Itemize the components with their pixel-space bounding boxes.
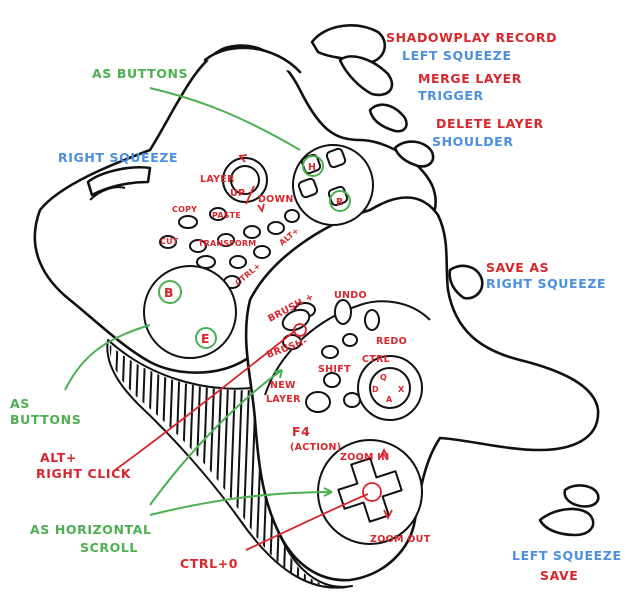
joystick-q-label: Q [380, 373, 387, 382]
label-buttons: BUTTONS [10, 412, 81, 427]
label-shoulder: SHOULDER [432, 134, 514, 149]
button-h-label: H [308, 162, 316, 173]
label-zoom-in: ZOOM IN [340, 452, 389, 463]
label-merge-layer: MERGE LAYER [418, 71, 522, 86]
label-right-squeeze-right: RIGHT SQUEEZE [486, 276, 606, 291]
label-scroll: SCROLL [80, 540, 138, 555]
label-as-buttons-top: AS BUTTONS [92, 66, 188, 81]
label-action: (ACTION) [290, 442, 341, 453]
back-controller [33, 44, 437, 374]
label-ctrl: CTRL [362, 354, 390, 365]
label-ctrl-0: CTRL+0 [180, 556, 238, 571]
label-redo: REDO [376, 336, 407, 347]
joystick-a-label: A [386, 395, 393, 404]
label-save-as: SAVE AS [486, 260, 549, 275]
joystick-x-label: X [398, 385, 405, 394]
label-paste: PASTE [212, 211, 241, 220]
label-left-squeeze-bottom: LEFT SQUEEZE [512, 548, 622, 563]
label-up: UP [230, 188, 245, 199]
button-r-label: R [336, 197, 344, 208]
label-layer: LAYER [200, 174, 235, 185]
label-right-click: RIGHT CLICK [36, 466, 132, 481]
label-down: DOWN [258, 194, 294, 205]
label-transform: TRANSFORM [198, 239, 256, 248]
label-shadowplay-record: SHADOWPLAY RECORD [386, 30, 557, 45]
front-controller-buttons [281, 299, 423, 545]
label-as: AS [10, 396, 30, 411]
hatch-line [156, 345, 168, 586]
hatch-line [87, 330, 97, 600]
label-save: SAVE [540, 568, 578, 583]
label-as-horizontal: AS HORIZONTAL [30, 522, 152, 537]
label-shift: SHIFT [318, 364, 351, 375]
hatch-line [109, 345, 112, 586]
label-f4: F4 [292, 424, 310, 439]
label-copy: COPY [172, 205, 197, 214]
label-cut: CUT [160, 237, 179, 246]
label-layer2: LAYER [266, 394, 301, 405]
label-left-squeeze-top: LEFT SQUEEZE [402, 48, 512, 63]
label-zoom-out: ZOOM OUT [370, 534, 431, 545]
label-alt-plus-2: ALT+ [40, 450, 77, 465]
joystick-d-label: D [372, 385, 379, 394]
hatch-line [94, 330, 104, 600]
label-undo: UNDO [334, 290, 367, 301]
button-e-label: E [201, 331, 210, 346]
back-shoulders [310, 24, 600, 537]
hatch-line [80, 330, 90, 600]
label-trigger: TRIGGER [418, 88, 484, 103]
green-annotations [64, 87, 351, 516]
red-annotations [114, 154, 393, 551]
label-new: NEW [270, 380, 296, 391]
label-delete-layer: DELETE LAYER [436, 116, 544, 131]
button-b-label: B [164, 285, 174, 300]
back-controller-buttons [143, 144, 374, 359]
label-right-squeeze-left: RIGHT SQUEEZE [58, 150, 178, 165]
